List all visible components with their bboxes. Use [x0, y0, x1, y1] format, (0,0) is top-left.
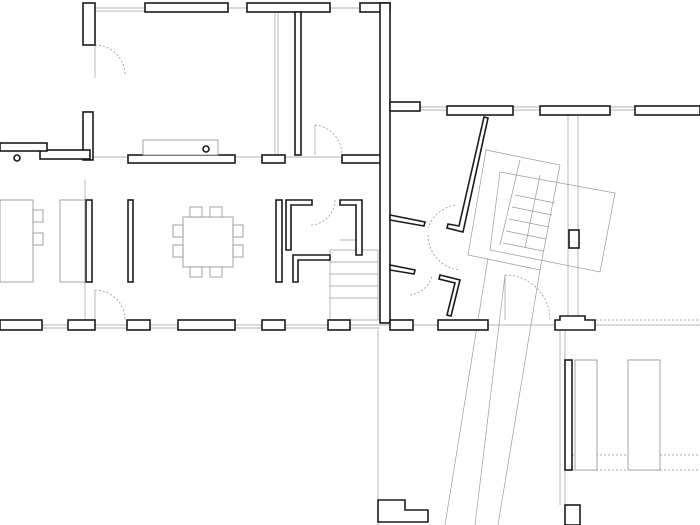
- bench: [574, 359, 598, 471]
- kitchen-counter: [142, 139, 219, 156]
- table: [627, 359, 661, 471]
- furniture: [0, 139, 661, 471]
- chair: [32, 232, 44, 246]
- stove-icon: [13, 154, 21, 162]
- staircase: [329, 149, 616, 525]
- sideboard: [59, 199, 86, 283]
- sink-icon: [202, 145, 210, 153]
- door-swings: [94, 44, 551, 321]
- dining-table: [182, 216, 234, 268]
- sofa: [0, 199, 34, 283]
- chair: [32, 209, 44, 223]
